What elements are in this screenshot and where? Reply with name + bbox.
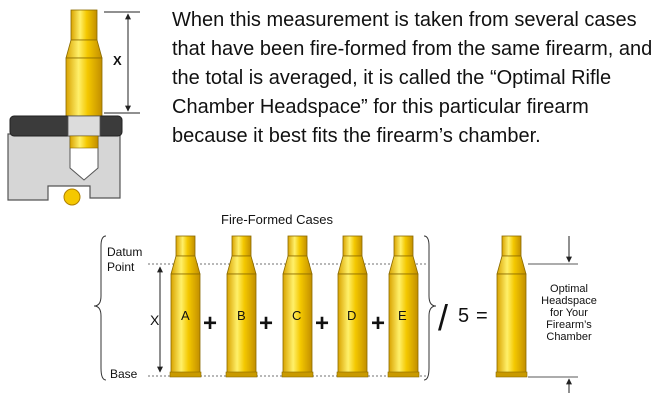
plus-2: + xyxy=(259,310,273,337)
divisor: 5 xyxy=(458,305,469,327)
diagram-title: Fire-Formed Cases xyxy=(221,212,333,227)
plus-4: + xyxy=(371,310,385,337)
case-a: A xyxy=(169,235,202,378)
gauge-collar-insert xyxy=(67,115,101,137)
datum-label-2: Point xyxy=(107,260,135,274)
case-e: E xyxy=(387,235,420,378)
case-c: C xyxy=(281,235,314,378)
gauge-x-label: X xyxy=(113,53,122,68)
case-b: B xyxy=(225,235,258,378)
case-d-label: D xyxy=(347,308,356,323)
result-label-3: for Your xyxy=(550,307,588,319)
base-label: Base xyxy=(110,367,138,381)
case-b-label: B xyxy=(237,308,246,323)
gauge-body xyxy=(7,133,121,201)
gauge-illustration: X xyxy=(7,9,140,206)
fire-formed-diagram: Fire-Formed Cases Datum Point Base X A +… xyxy=(93,212,597,393)
case-d: D xyxy=(336,235,369,378)
result-case xyxy=(495,235,528,378)
equals: = xyxy=(476,305,488,327)
result-label-5: Chamber xyxy=(546,331,592,343)
result-label-1: Optimal xyxy=(550,283,588,295)
plus-1: + xyxy=(203,310,217,337)
result-label-4: Firearm’s xyxy=(546,319,592,331)
gauge-ball xyxy=(63,188,81,206)
datum-label-1: Datum xyxy=(107,245,142,259)
gauge-case-neck xyxy=(70,9,98,41)
description-paragraph: When this measurement is taken from seve… xyxy=(172,9,653,147)
case-c-label: C xyxy=(292,308,301,323)
gauge-case-shoulder xyxy=(65,39,103,59)
plus-3: + xyxy=(315,310,329,337)
case-a-label: A xyxy=(181,308,190,323)
x-label: X xyxy=(150,312,160,328)
slash: / xyxy=(438,297,448,338)
gauge-collar xyxy=(9,115,123,137)
case-e-label: E xyxy=(398,308,407,323)
result-label-2: Headspace xyxy=(541,295,597,307)
